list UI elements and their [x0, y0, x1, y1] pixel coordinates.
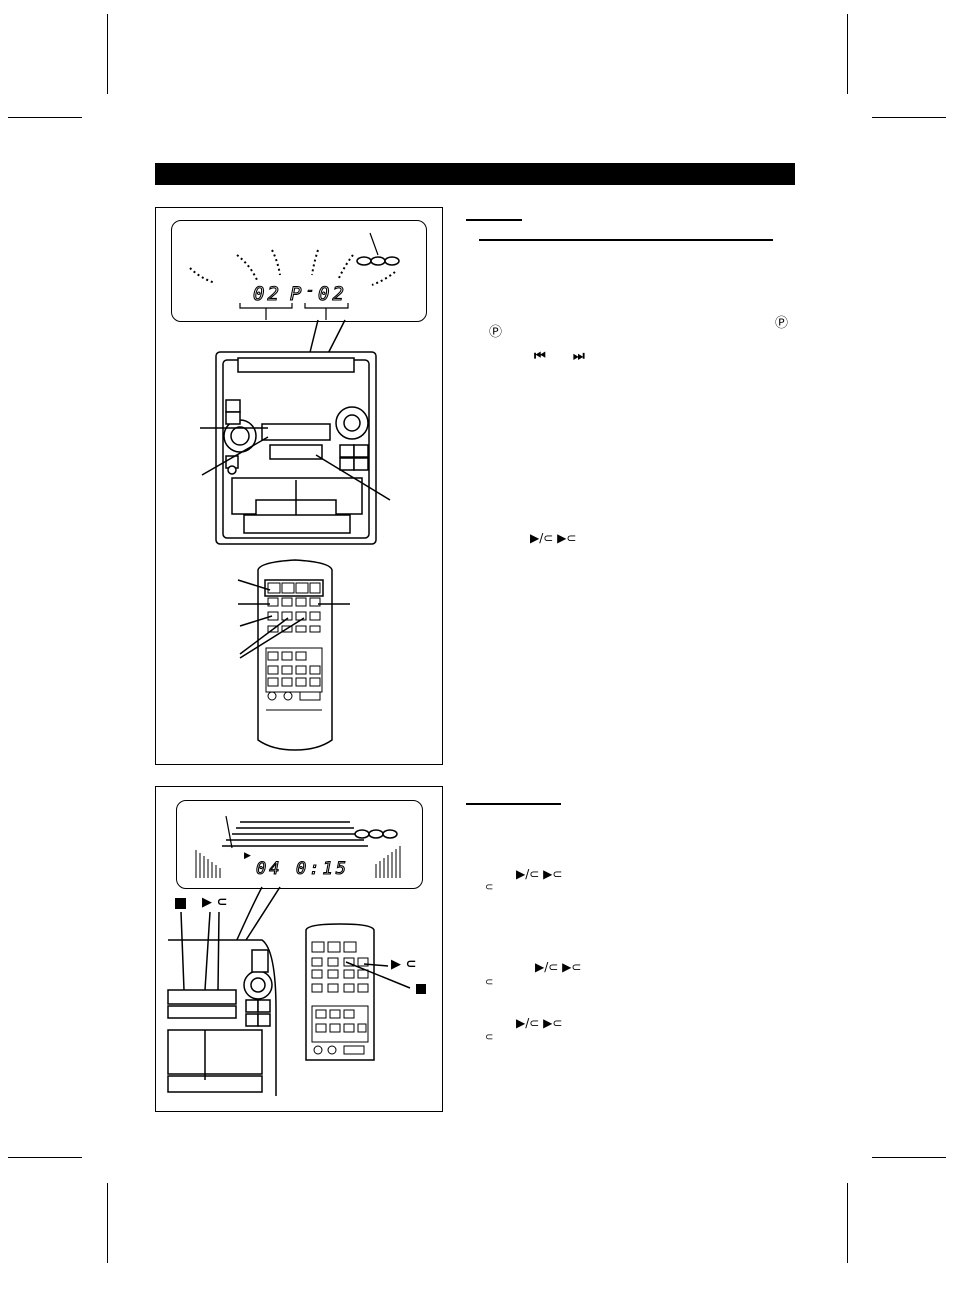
bottom-play-symbol-2: ▶/⊂ ▶⊂ [535, 960, 582, 974]
crop-mark-bottom-left-h [8, 1157, 82, 1158]
top-lcd-track-left: 02 [252, 282, 282, 305]
crop-mark-bottom-right-h [872, 1157, 946, 1158]
top-subheading-underline [479, 239, 773, 241]
crop-mark-bottom-right-v [847, 1183, 848, 1263]
memory-icon-right: Ⓟ [775, 316, 789, 331]
bottom-play-symbol-1: ▶/⊂ ▶⊂ [516, 867, 563, 881]
or-text: or [560, 350, 570, 360]
top-heading-underline [466, 219, 522, 221]
bottom-play-label: ▶ ⊂ [202, 895, 228, 910]
bottom-remote-play-label: ▶ ⊂ [391, 957, 417, 972]
memory-icon-left: Ⓟ [489, 325, 503, 340]
bottom-lcd-display [176, 800, 423, 889]
bottom-lcd-time: 0:15 [295, 858, 349, 879]
top-lcd-display [171, 220, 427, 322]
crop-mark-top-right-v [847, 14, 848, 94]
bottom-sub-symbol-3: ⊂ [485, 1032, 494, 1043]
next-track-icon: ⏭ [573, 349, 585, 364]
top-lcd-dash: - [305, 282, 318, 299]
bottom-lcd-track: 04 [255, 858, 283, 879]
crop-mark-top-left-v [107, 14, 108, 94]
top-lcd-program-label: P [289, 282, 305, 305]
bottom-remote-stop-icon [416, 984, 426, 994]
crop-mark-top-left-h [8, 117, 82, 118]
bottom-sub-symbol-1: ⊂ [485, 882, 494, 893]
bottom-sub-symbol-2: ⊂ [485, 977, 494, 988]
prev-track-icon: ⏮ [534, 349, 546, 364]
bottom-play-symbol-3: ▶/⊂ ▶⊂ [516, 1016, 563, 1030]
crop-mark-top-right-h [872, 117, 946, 118]
section-title-bar [155, 163, 795, 185]
bottom-lcd-play-indicator: ▶ [244, 851, 251, 861]
bottom-heading-underline [466, 803, 561, 805]
bottom-stop-icon [175, 898, 186, 909]
top-play-symbol: ▶/⊂ ▶⊂ [530, 531, 577, 545]
top-lcd-track-right: 02 [317, 282, 347, 305]
crop-mark-bottom-left-v [107, 1183, 108, 1263]
